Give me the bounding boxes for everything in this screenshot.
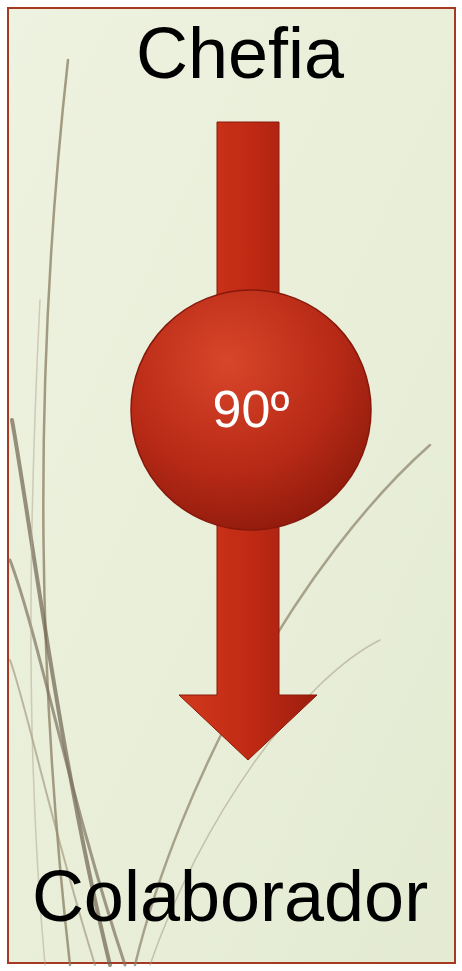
text-node: Chefia <box>90 14 390 122</box>
block-arrow <box>179 122 317 760</box>
role-label: Chefia <box>136 14 344 93</box>
grass-decoration <box>10 60 430 965</box>
text-node: Colaborador <box>5 760 455 940</box>
circle-node: 90º <box>129 288 373 532</box>
circle-fill <box>131 290 371 530</box>
role-label: Colaborador <box>32 857 428 936</box>
angle-label: 90º <box>213 381 290 438</box>
